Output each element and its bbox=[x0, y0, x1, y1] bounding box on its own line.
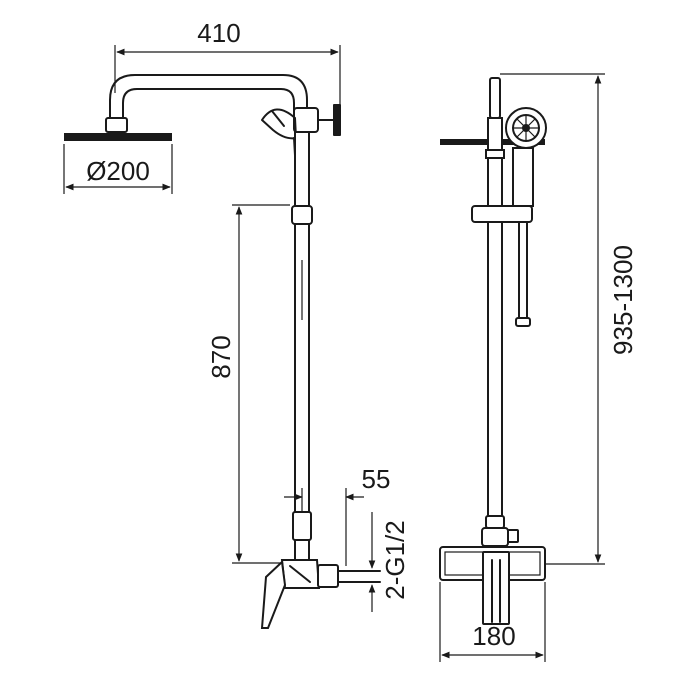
front-arm-cap bbox=[489, 77, 501, 119]
dim-mixer-width-label: 180 bbox=[472, 621, 515, 651]
overhead-arm bbox=[109, 74, 308, 121]
dim-inlet-thread-label: 2-G1/2 bbox=[380, 520, 410, 600]
mixer-lever bbox=[260, 559, 287, 629]
dim-outlet-offset-label: 55 bbox=[362, 464, 391, 494]
diverter-knob bbox=[293, 104, 341, 136]
dim-head-diameter-label: Ø200 bbox=[86, 156, 150, 186]
water-inlet bbox=[317, 564, 381, 588]
slide-holder bbox=[291, 205, 313, 225]
front-view: 935-1300 180 bbox=[439, 73, 638, 662]
front-hose bbox=[515, 219, 531, 327]
dim-bar-height: 870 bbox=[206, 204, 290, 564]
rain-shower-head bbox=[64, 133, 172, 141]
dim-total-height-label: 935-1300 bbox=[608, 245, 638, 355]
lower-coupling bbox=[292, 511, 312, 561]
front-lower-coupling bbox=[481, 515, 519, 547]
dim-head-diameter: Ø200 bbox=[63, 144, 173, 194]
front-mixer-lever bbox=[482, 551, 510, 625]
riser-bar bbox=[294, 131, 310, 523]
head-connector bbox=[105, 117, 128, 133]
dim-total-height: 935-1300 bbox=[500, 73, 638, 565]
dim-inlet-thread: 2-G1/2 bbox=[368, 512, 410, 612]
front-slide-bracket bbox=[471, 205, 533, 223]
side-view: 410 Ø200 870 55 2-G1/2 bbox=[63, 18, 410, 629]
dim-bar-height-label: 870 bbox=[206, 335, 236, 378]
dim-arm-reach-label: 410 bbox=[197, 18, 240, 48]
mixer-body bbox=[280, 559, 321, 589]
dim-outlet-offset: 55 bbox=[284, 464, 390, 566]
front-riser-bar bbox=[485, 117, 505, 517]
dim-mixer-width: 180 bbox=[439, 582, 546, 662]
front-hand-shower bbox=[505, 107, 547, 207]
hand-shower bbox=[261, 108, 298, 206]
dim-arm-reach: 410 bbox=[114, 18, 341, 108]
